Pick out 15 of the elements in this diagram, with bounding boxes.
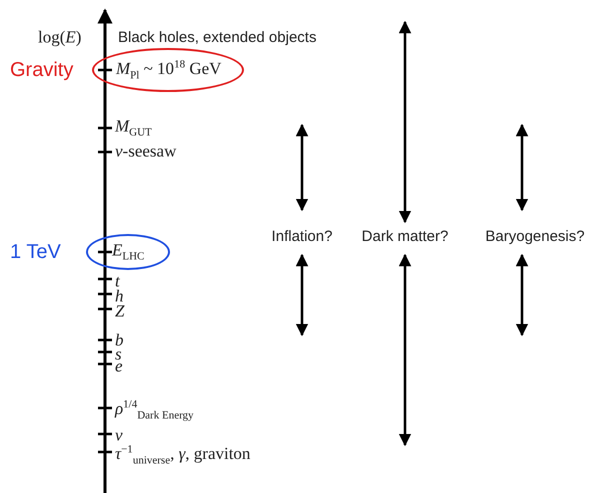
tick-label: E$_{LHC}$ <box>112 241 144 263</box>
tick-label: τ$^{−1}$$_{universe}$, γ, graviton <box>115 443 250 467</box>
axis-label: log(E) <box>38 28 82 48</box>
scale-label: Gravity <box>10 59 74 81</box>
tick-label: M$_{GUT}$ <box>115 117 152 139</box>
tick-label: M$_{Pl}$ ~ 10$^{18}$ GeV <box>116 58 222 82</box>
tick-label: ν <box>115 426 123 445</box>
ellipse-outline <box>92 48 244 92</box>
tick-label: ν-seesaw <box>115 142 176 162</box>
question-label: Baryogenesis? <box>485 228 585 246</box>
note-text: Black holes, extended objects <box>118 30 316 46</box>
question-label: Dark matter? <box>362 228 448 246</box>
question-label: Inflation? <box>272 228 332 246</box>
scale-label: 1 TeV <box>10 241 61 263</box>
ellipse-outline <box>86 234 170 270</box>
